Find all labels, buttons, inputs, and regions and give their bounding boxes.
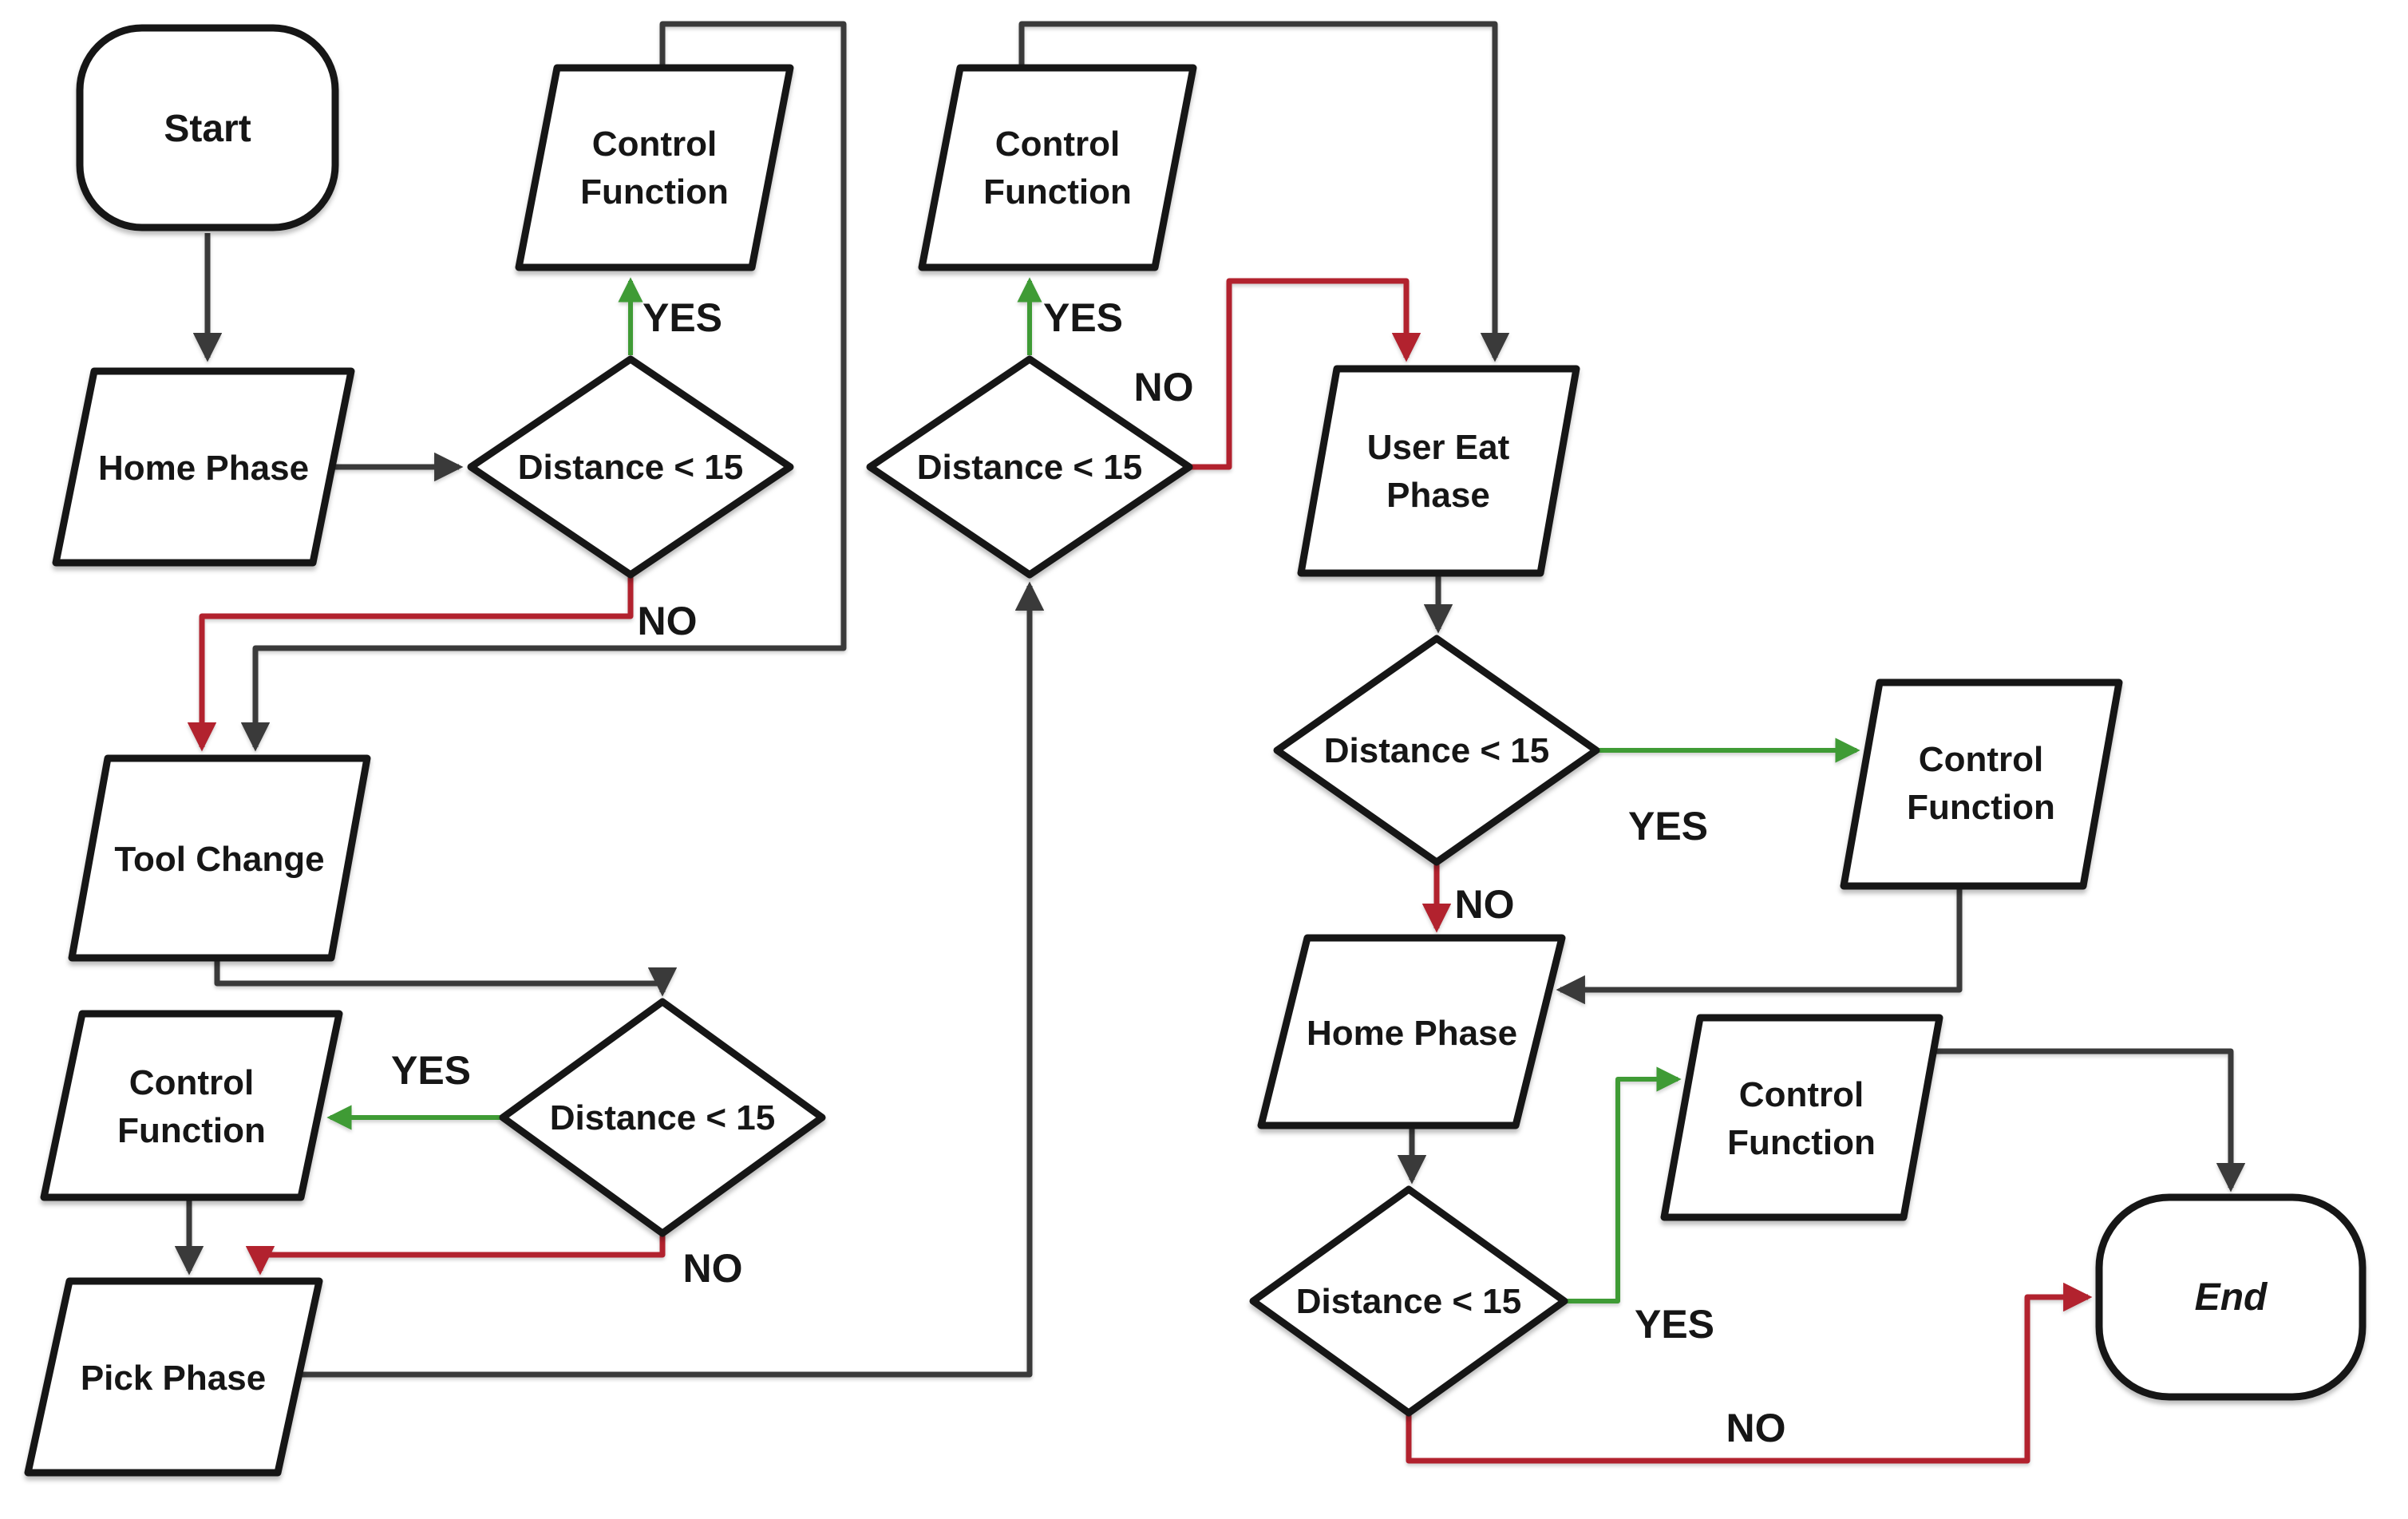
edge-control-function-4-to-home-phase-2 xyxy=(1556,886,1963,1005)
control-function-3-label-line2: Function xyxy=(983,172,1132,212)
edges-layer xyxy=(174,21,2246,1464)
node-start: Start xyxy=(76,24,339,231)
node-decision-5: Distance < 15 xyxy=(1249,1185,1568,1417)
control-function-1-label-line1: Control xyxy=(592,125,717,164)
edge-tool-change-to-decision-2 xyxy=(214,958,678,997)
control-function-1-shape xyxy=(515,64,794,271)
control-function-5-label-line2: Function xyxy=(1727,1123,1876,1162)
node-control-function-3: Control Function xyxy=(918,64,1197,271)
edge-pick-phase-to-decision-3 xyxy=(302,581,1045,1378)
node-decision-4: Distance < 15 xyxy=(1273,635,1600,866)
end-terminator-shape xyxy=(2095,1193,2366,1401)
tool-change-shape xyxy=(68,754,371,962)
control-function-4-label-line2: Function xyxy=(1907,788,2055,827)
branch-labels-layer: YES NO YES NO YES NO YES NO YES NO xyxy=(391,295,1786,1450)
decision-5-shape xyxy=(1249,1185,1568,1417)
label-decision-4-yes: YES xyxy=(1628,804,1708,849)
home-phase-1-shape xyxy=(52,367,355,567)
label-decision-5-no: NO xyxy=(1726,1406,1786,1450)
node-user-eat-phase: User Eat Phase xyxy=(1297,365,1580,577)
control-function-2-shape xyxy=(40,1010,343,1201)
edge-decision-2-no-to-pick-phase xyxy=(245,1233,666,1276)
node-pick-phase: Pick Phase xyxy=(24,1277,323,1477)
node-home-phase-1: Home Phase xyxy=(52,367,355,567)
edge-decision-3-no-to-user-eat-phase xyxy=(1189,278,1421,470)
home-phase-2-shape xyxy=(1257,934,1566,1129)
edge-control-function-1-to-tool-change xyxy=(240,21,847,752)
edge-decision-5-yes-to-control-function-5 xyxy=(1564,1066,1682,1303)
decision-1-label: Distance < 15 xyxy=(518,448,744,487)
node-control-function-4: Control Function xyxy=(1840,678,2123,890)
label-decision-2-yes: YES xyxy=(391,1048,471,1093)
user-eat-phase-label-line2: Phase xyxy=(1386,476,1490,515)
edge-control-function-3-to-user-eat-phase xyxy=(1018,21,1510,362)
decision-1-shape xyxy=(467,355,794,579)
control-function-3-label-line1: Control xyxy=(995,125,1120,164)
edge-decision-1-no-to-tool-change xyxy=(187,573,634,752)
pick-phase-shape xyxy=(24,1277,323,1477)
decision-2-label: Distance < 15 xyxy=(550,1098,776,1137)
tool-change-label: Tool Change xyxy=(114,840,324,879)
edge-decision-5-no-to-end xyxy=(1406,1282,2093,1464)
control-function-4-shape xyxy=(1840,678,2123,890)
control-function-5-shape xyxy=(1660,1014,1943,1221)
node-home-phase-2: Home Phase xyxy=(1257,934,1566,1129)
control-function-3-shape xyxy=(918,64,1197,271)
node-control-function-5: Control Function xyxy=(1660,1014,1943,1221)
node-decision-2: Distance < 15 xyxy=(499,998,826,1237)
node-decision-1: Distance < 15 xyxy=(467,355,794,579)
edge-control-function-5-to-end xyxy=(1933,1048,2246,1193)
node-decision-3: Distance < 15 xyxy=(866,355,1193,579)
pick-phase-label: Pick Phase xyxy=(81,1359,266,1398)
decision-5-label: Distance < 15 xyxy=(1296,1282,1522,1321)
node-tool-change: Tool Change xyxy=(68,754,371,962)
label-decision-4-no: NO xyxy=(1455,882,1515,927)
nodes-layer: Start Home Phase Distance < 15 Control F… xyxy=(24,24,2366,1477)
decision-3-shape xyxy=(866,355,1193,579)
decision-4-label: Distance < 15 xyxy=(1324,731,1550,770)
home-phase-1-label: Home Phase xyxy=(98,449,309,488)
control-function-2-label-line1: Control xyxy=(129,1063,254,1102)
label-decision-1-yes: YES xyxy=(643,295,722,340)
decision-2-shape xyxy=(499,998,826,1237)
start-terminator-shape xyxy=(76,24,339,231)
label-decision-3-yes: YES xyxy=(1043,295,1123,340)
label-decision-5-yes: YES xyxy=(1635,1302,1714,1347)
label-decision-2-no: NO xyxy=(683,1246,743,1291)
control-function-2-label-line2: Function xyxy=(117,1111,266,1150)
end-label: End xyxy=(2195,1276,2268,1319)
control-function-5-label-line1: Control xyxy=(1739,1075,1864,1114)
decision-4-shape xyxy=(1273,635,1600,866)
decision-3-label: Distance < 15 xyxy=(917,448,1143,487)
node-end: End xyxy=(2095,1193,2366,1401)
user-eat-phase-label-line1: User Eat xyxy=(1367,428,1510,467)
node-control-function-1: Control Function xyxy=(515,64,794,271)
start-label: Start xyxy=(164,108,251,150)
home-phase-2-label: Home Phase xyxy=(1307,1014,1517,1053)
control-function-1-label-line2: Function xyxy=(580,172,729,212)
label-decision-3-no: NO xyxy=(1134,365,1194,409)
label-decision-1-no: NO xyxy=(638,599,698,643)
control-function-4-label-line1: Control xyxy=(1919,740,2043,779)
node-control-function-2: Control Function xyxy=(40,1010,343,1201)
user-eat-phase-shape xyxy=(1297,365,1580,577)
